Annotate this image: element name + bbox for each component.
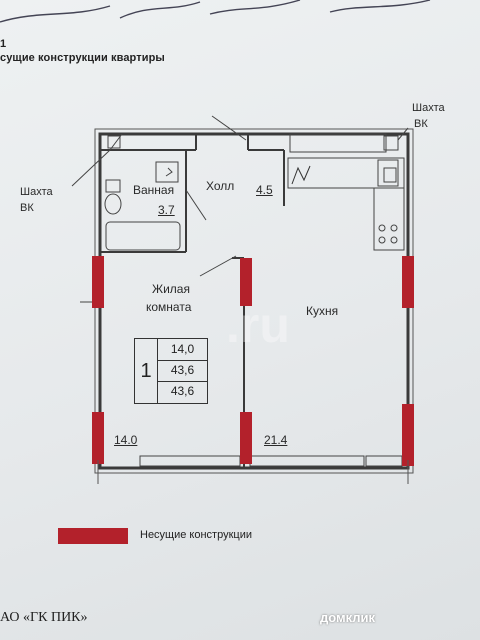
- watermark-logo: .ru: [226, 297, 290, 353]
- kitchen-name: Кухня: [306, 304, 339, 318]
- footer-company: АО «ГК ПИК»: [0, 610, 88, 625]
- hall-name: Холл: [206, 179, 235, 193]
- bathroom-area: 3.7: [158, 203, 175, 217]
- handwriting-scribble: [0, 0, 431, 23]
- apartment-summary-table: 1 14,0 43,6 43,6: [134, 338, 208, 404]
- hall-area: 4.5: [256, 183, 273, 197]
- kitchen-area: 21.4: [264, 433, 288, 447]
- room-count: 1: [135, 339, 158, 403]
- total-area-value: 43,6: [158, 360, 207, 382]
- total-area-value-2: 43,6: [170, 384, 195, 398]
- shaft-right-label-2: ВК: [414, 118, 428, 130]
- living-name-line1: Жилая: [152, 282, 190, 296]
- shaft-right-label-1: Шахта: [412, 102, 445, 114]
- living-area: 14.0: [114, 433, 138, 447]
- living-area-value: 14,0: [158, 339, 207, 361]
- section-number: 1: [0, 38, 7, 50]
- shaft-left-label-2: ВК: [20, 202, 34, 214]
- legend-label: Несущие конструкции: [140, 529, 252, 541]
- shaft-left-label-1: Шахта: [20, 186, 53, 198]
- legend-swatch: [58, 528, 128, 544]
- bathroom-name: Ванная: [133, 183, 175, 197]
- section-title: сущие конструкции квартиры: [0, 52, 165, 64]
- living-name-line2: комната: [146, 300, 192, 314]
- watermark-text: домклик: [320, 610, 376, 625]
